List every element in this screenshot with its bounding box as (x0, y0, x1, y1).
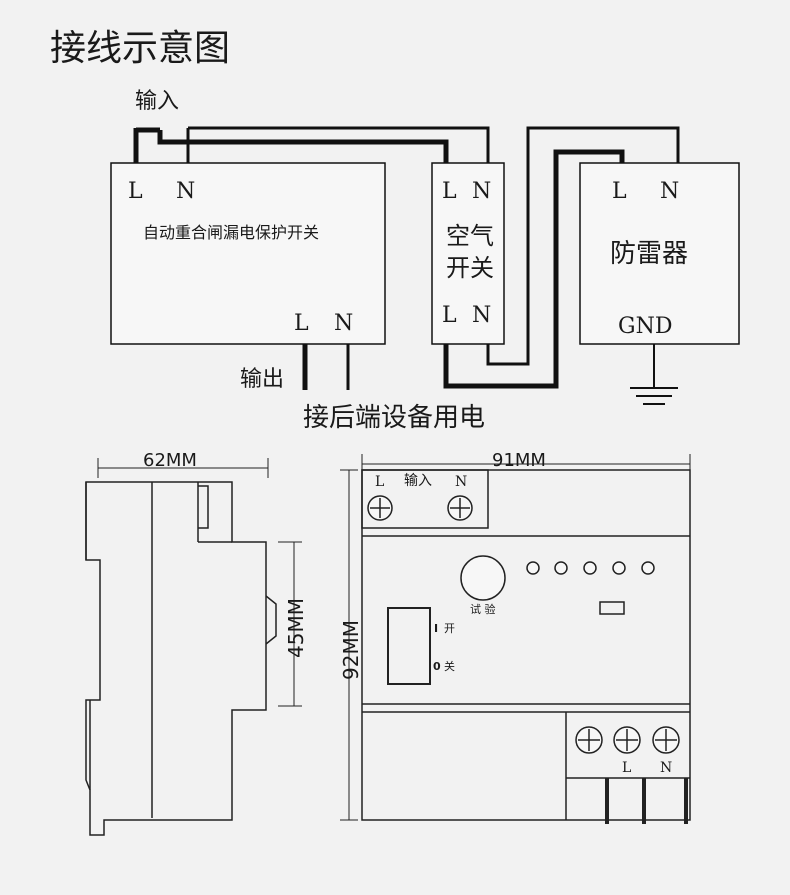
inner-dimension: 45MM (284, 598, 308, 658)
led-icon (612, 561, 626, 575)
front-in-N: N (455, 474, 467, 490)
terminal-screw-icon (652, 726, 680, 754)
breaker-to-air-wires (157, 126, 490, 163)
led-icon (554, 561, 568, 575)
height-dimension: 92MM (339, 620, 363, 680)
surge-label: 防雷器 (610, 239, 688, 269)
wiring-section: 输入 L N 自动重合闸漏电保护开关 L N L N 空气 开关 L N L N… (110, 89, 740, 433)
load-label: 接后端设备用电 (303, 403, 485, 433)
ground-symbol-icon (630, 344, 678, 405)
front-out-N: N (660, 760, 672, 776)
test-button[interactable] (460, 555, 506, 601)
air-switch-in-N: N (472, 179, 491, 204)
output-label: 输出 (240, 367, 284, 392)
breaker-in-N: N (176, 179, 195, 204)
breaker-label: 自动重合闸漏电保护开关 (143, 223, 319, 242)
air-switch-label-1: 空气 (446, 222, 494, 250)
input-wires (133, 127, 190, 163)
led-icon (583, 561, 597, 575)
air-switch-label-2: 开关 (446, 254, 494, 282)
input-label: 输入 (135, 89, 179, 114)
breaker-in-L: L (128, 179, 143, 204)
front-view (340, 454, 691, 824)
led-icon (641, 561, 655, 575)
depth-dimension: 62MM (143, 450, 197, 471)
width-dimension: 91MM (492, 450, 546, 471)
on-label: 开 (444, 622, 455, 635)
side-view (85, 458, 302, 836)
terminal-screw-icon (447, 495, 473, 521)
air-to-surge-wires (443, 126, 680, 389)
indicator-lights (526, 561, 655, 575)
test-label: 试 验 (470, 602, 496, 616)
terminal-screw-icon (367, 495, 393, 521)
gnd-label: GND (618, 314, 672, 339)
air-switch-out-N: N (472, 303, 491, 328)
output-wires (302, 344, 350, 390)
air-switch-in-L: L (442, 179, 457, 204)
surge-protector-box (579, 162, 740, 345)
on-mark: I (434, 622, 438, 635)
terminal-screw-icon (613, 726, 641, 754)
off-mark: 0 (433, 660, 441, 673)
breaker-out-L: L (294, 311, 309, 336)
led-icon (526, 561, 540, 575)
front-input-label: 输入 (404, 473, 432, 489)
front-out-L: L (622, 760, 631, 776)
off-label: 关 (444, 659, 455, 673)
air-switch-out-L: L (442, 303, 457, 328)
page-title: 接线示意图 (50, 28, 230, 69)
breaker-box (110, 162, 386, 345)
front-in-L: L (375, 474, 384, 490)
air-switch-box (431, 162, 505, 345)
terminal-screw-icon (575, 726, 603, 754)
surge-N: N (660, 179, 679, 204)
breaker-out-N: N (334, 311, 353, 336)
surge-L: L (612, 179, 627, 204)
